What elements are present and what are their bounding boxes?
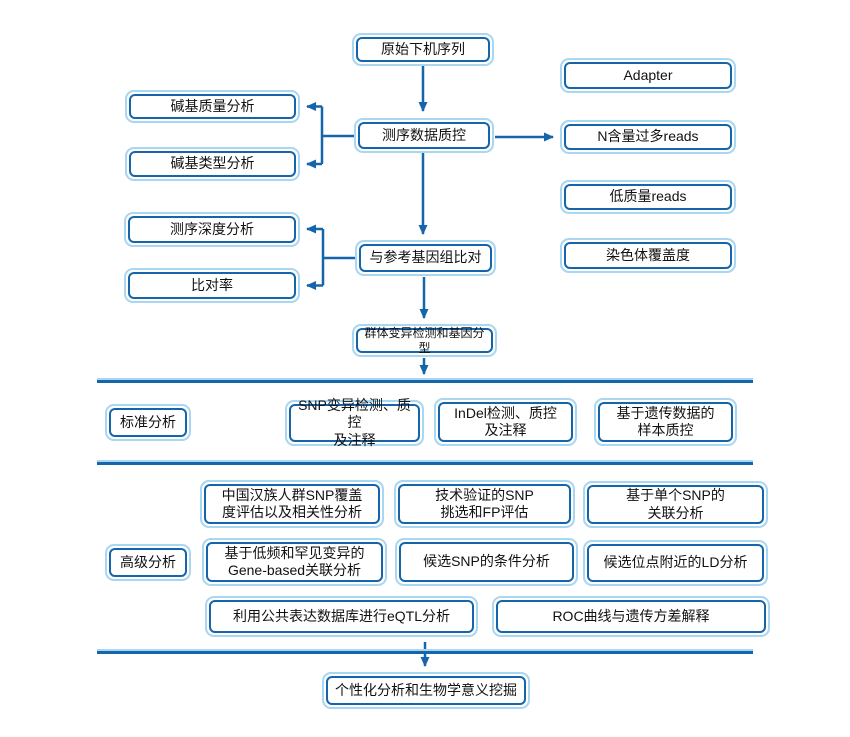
node-sample-qc: 基于遗传数据的 样本质控: [594, 398, 737, 446]
node-label: 基于遗传数据的 样本质控: [598, 402, 733, 442]
node-tech-snp: 技术验证的SNP 挑选和FP评估: [394, 480, 575, 528]
node-label: 基于单个SNP的 关联分析: [587, 485, 764, 524]
node-base-type: 碱基类型分析: [125, 147, 300, 181]
node-han-snp: 中国汉族人群SNP覆盖 度评估以及相关性分析: [200, 480, 384, 528]
node-label: 低质量reads: [564, 184, 732, 210]
node-indel: InDel检测、质控 及注释: [434, 398, 577, 446]
node-label: 与参考基因组比对: [359, 244, 492, 272]
node-label: SNP变异检测、质控 及注释: [289, 397, 420, 448]
node-label: 候选SNP的条件分析: [399, 542, 574, 582]
node-label: 中国汉族人群SNP覆盖 度评估以及相关性分析: [204, 484, 380, 524]
node-adapter: Adapter: [560, 58, 736, 93]
node-label: 利用公共表达数据库进行eQTL分析: [209, 600, 474, 633]
node-label: 碱基类型分析: [129, 151, 296, 177]
node-align-ref: 与参考基因组比对: [355, 240, 496, 276]
elbow-qc-left: [320, 106, 354, 164]
node-label: 高级分析: [109, 548, 187, 577]
node-variant-calling: 群体变异检测和基因分型: [352, 324, 497, 357]
node-label: 测序深度分析: [128, 216, 296, 243]
node-label: 原始下机序列: [356, 37, 490, 62]
node-label: 测序数据质控: [358, 122, 490, 149]
node-label: 比对率: [128, 272, 296, 299]
node-gene-based: 基于低频和罕见变异的 Gene-based关联分析: [202, 538, 387, 586]
node-label: 技术验证的SNP 挑选和FP评估: [398, 484, 571, 524]
node-label: 基于低频和罕见变异的 Gene-based关联分析: [206, 542, 383, 582]
node-n-reads: N含量过多reads: [560, 120, 736, 154]
divider-advanced-top: [97, 462, 753, 465]
divider-standard-top: [97, 380, 753, 383]
node-standard-label: 标准分析: [105, 404, 191, 441]
node-single-snp: 基于单个SNP的 关联分析: [583, 481, 768, 528]
node-label: 标准分析: [109, 408, 187, 437]
elbow-align-left: [321, 229, 355, 286]
node-label: 个性化分析和生物学意义挖掘: [326, 676, 526, 705]
node-label: 候选位点附近的LD分析: [587, 544, 764, 582]
node-seq-qc: 测序数据质控: [354, 118, 494, 153]
node-label: 碱基质量分析: [129, 94, 296, 119]
node-label: ROC曲线与遗传方差解释: [496, 600, 766, 633]
node-label: 群体变异检测和基因分型: [356, 326, 493, 355]
node-advanced-label: 高级分析: [105, 544, 191, 581]
node-eqtl: 利用公共表达数据库进行eQTL分析: [205, 596, 478, 637]
node-conditional: 候选SNP的条件分析: [395, 538, 578, 586]
node-depth: 测序深度分析: [124, 212, 300, 247]
node-base-quality: 碱基质量分析: [125, 90, 300, 123]
node-label: Adapter: [564, 62, 732, 89]
node-personalized: 个性化分析和生物学意义挖掘: [322, 672, 530, 709]
node-label: InDel检测、质控 及注释: [438, 402, 573, 442]
node-low-quality: 低质量reads: [560, 180, 736, 214]
divider-bottom: [97, 651, 753, 654]
node-chr-coverage: 染色体覆盖度: [560, 238, 736, 273]
node-roc: ROC曲线与遗传方差解释: [492, 596, 770, 637]
node-ld: 候选位点附近的LD分析: [583, 540, 768, 586]
node-snp: SNP变异检测、质控 及注释: [285, 397, 424, 448]
node-label: 染色体覆盖度: [564, 242, 732, 269]
node-raw-sequence: 原始下机序列: [352, 33, 494, 66]
node-mapping-rate: 比对率: [124, 268, 300, 303]
node-label: N含量过多reads: [564, 124, 732, 150]
